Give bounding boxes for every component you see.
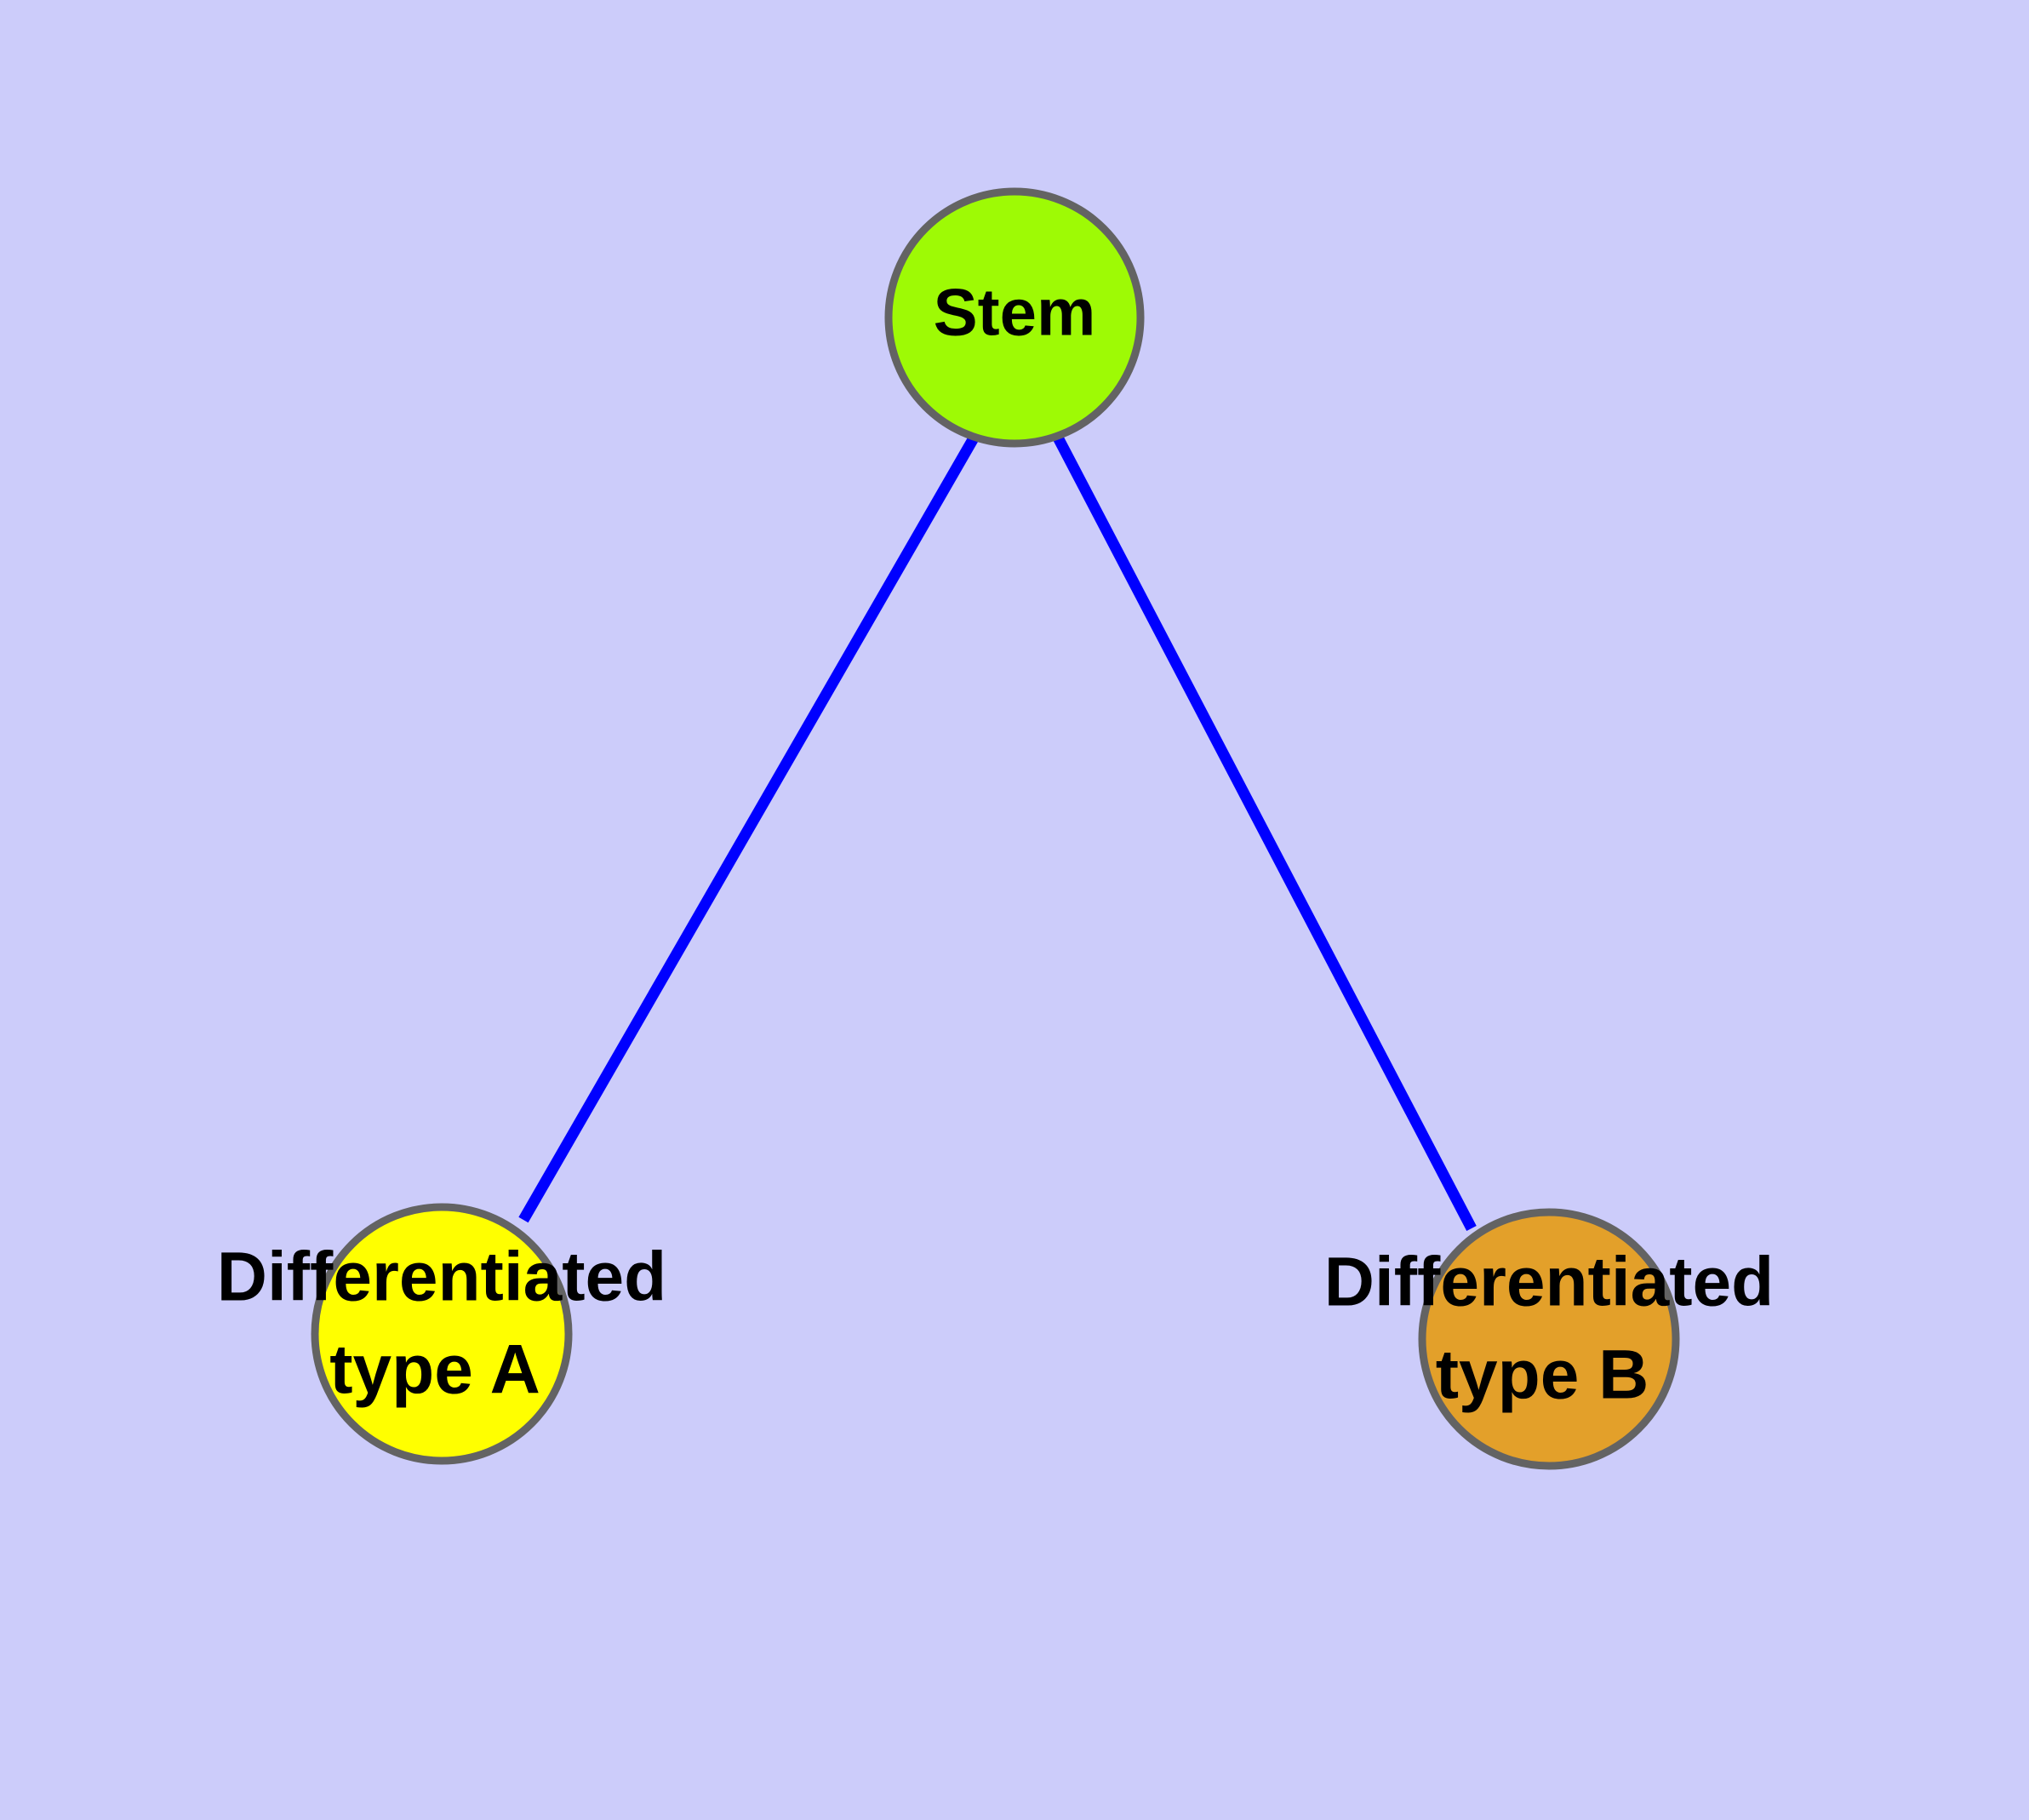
node-differentiated-type-b-circle[interactable] xyxy=(1418,1208,1680,1470)
nodes-group: Stem Differentiated type A Differentiate… xyxy=(217,187,1775,1470)
edge-stem-to-differentiated-a[interactable] xyxy=(518,433,980,1223)
node-differentiated-type-a-label-line1: Differentiated xyxy=(217,1239,667,1316)
edges-group xyxy=(518,433,1477,1232)
edge-stem-to-differentiated-b[interactable] xyxy=(1053,434,1477,1232)
node-differentiated-type-a-label-line2: type A xyxy=(329,1331,540,1409)
node-differentiated-type-a-circle[interactable] xyxy=(311,1203,573,1465)
node-differentiated-type-b-label-line1: Differentiated xyxy=(1324,1244,1775,1321)
node-stem[interactable]: Stem xyxy=(884,187,1145,448)
node-differentiated-type-a[interactable]: Differentiated type A xyxy=(217,1203,667,1465)
node-stem-circle[interactable] xyxy=(884,187,1145,448)
node-differentiated-type-b[interactable]: Differentiated type B xyxy=(1324,1208,1775,1470)
node-stem-label-line1: Stem xyxy=(934,275,1096,350)
node-differentiated-type-b-label-line2: type B xyxy=(1436,1336,1649,1414)
